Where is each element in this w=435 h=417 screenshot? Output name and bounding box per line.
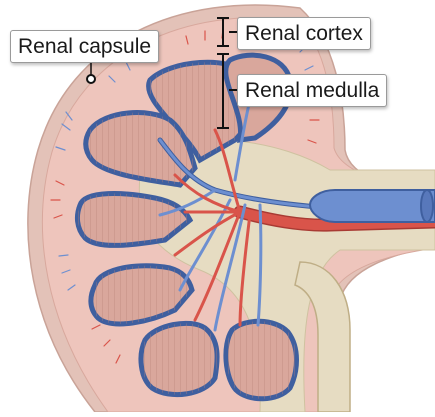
renal-capsule-label: Renal capsule — [10, 30, 160, 63]
renal-medulla-label: Renal medulla — [237, 74, 388, 107]
ureter-shape — [294, 261, 351, 413]
renal-pyramids — [74, 52, 299, 402]
cortex-bracket — [217, 17, 237, 47]
renal-arteries — [173, 128, 252, 327]
renal-cortex-label: Renal cortex — [237, 17, 371, 50]
renal-vein — [308, 189, 435, 223]
renal-vein-opening — [420, 189, 434, 223]
renal-veins — [157, 98, 333, 332]
medulla-bracket — [217, 53, 237, 129]
capsule-marker — [86, 74, 96, 84]
